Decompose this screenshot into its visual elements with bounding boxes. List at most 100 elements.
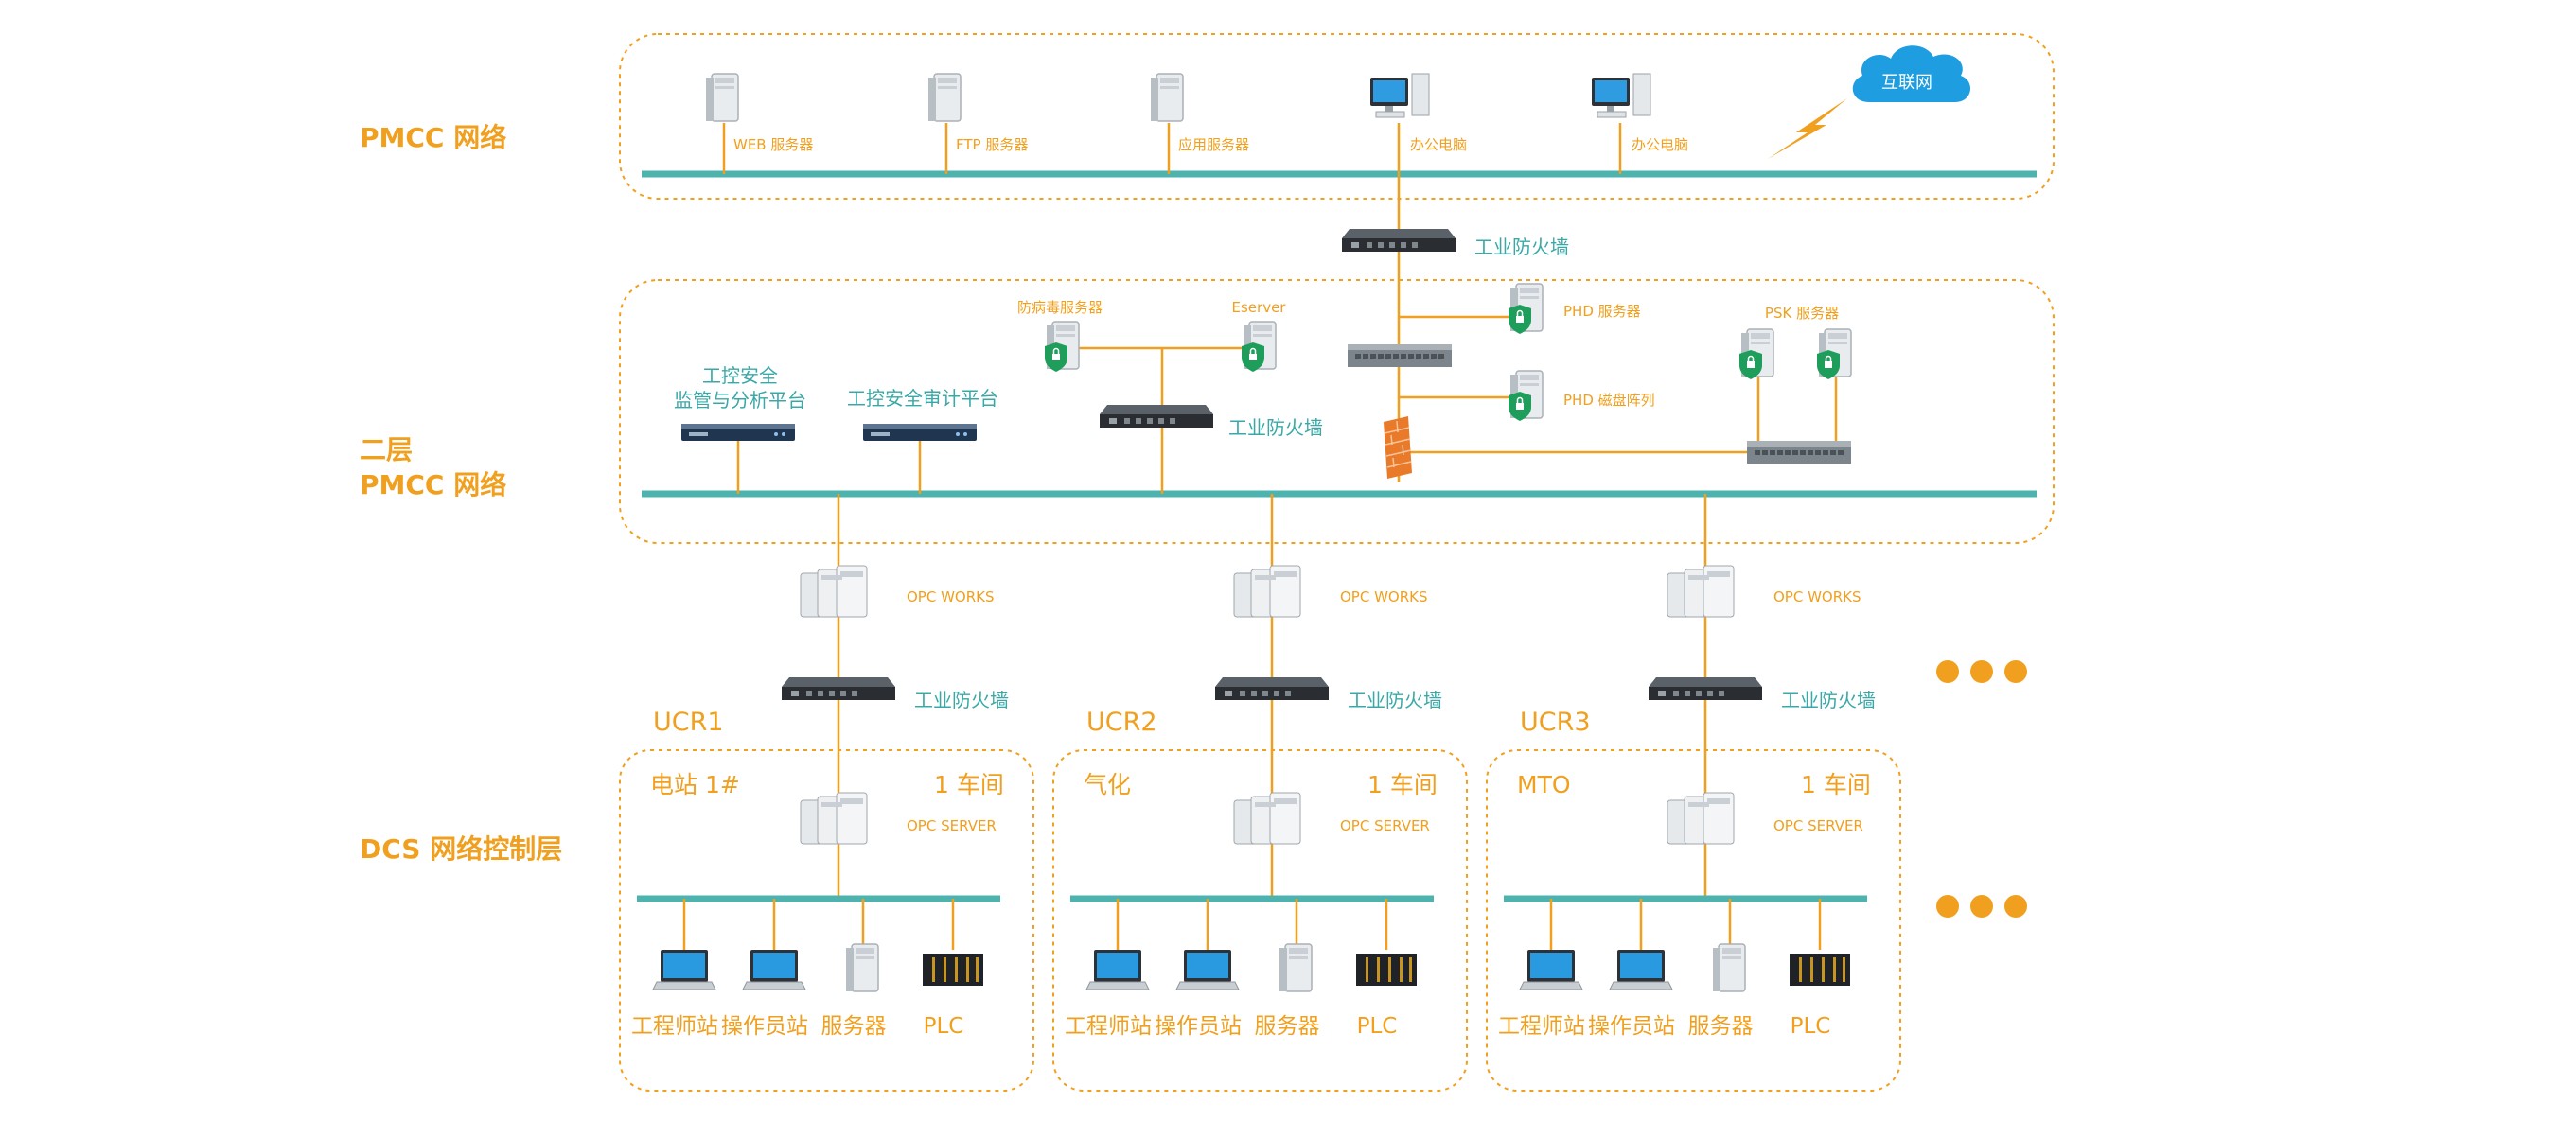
office-pc-2: 办公电脑 <box>1591 73 1688 153</box>
security-analysis-platform: 工控安全 监管与分析平台 <box>674 364 806 441</box>
antivirus-label: 防病毒服务器 <box>1017 299 1103 316</box>
secure-server-icon <box>1739 329 1773 379</box>
more-ellipsis-top <box>1936 660 2027 683</box>
plc-icon <box>1790 954 1850 986</box>
tower-server-icon <box>1150 73 1184 122</box>
lightning-icon <box>1768 98 1847 159</box>
opc-server-icon <box>1667 565 1735 618</box>
platform1-label-line2: 监管与分析平台 <box>674 389 806 412</box>
secure-server-icon <box>1045 322 1079 372</box>
opc-server-label: OPC SERVER <box>1340 817 1430 834</box>
device-label: 服务器 <box>1688 1014 1754 1039</box>
opc-works-label: OPC WORKS <box>907 588 995 605</box>
tower-server-icon <box>927 73 962 122</box>
ucr-zone-border <box>1052 749 1468 1092</box>
ucr-workshop-label: 1 车间 <box>934 771 1004 798</box>
opc-works-label: OPC WORKS <box>1773 588 1861 605</box>
app-server-label: 应用服务器 <box>1178 136 1249 153</box>
opc-server-icon <box>1667 792 1735 845</box>
opc-server-label: OPC SERVER <box>1773 817 1863 834</box>
secure-server-icon <box>1509 371 1543 421</box>
device-label: 工程师站 <box>1498 1014 1585 1039</box>
ucr-workshop-label: 1 车间 <box>1801 771 1871 798</box>
ucr-title: UCR1 <box>653 708 724 737</box>
device-label: PLC <box>1791 1014 1831 1039</box>
tower-server-icon <box>845 943 879 992</box>
device-label: 工程师站 <box>1065 1014 1152 1039</box>
layer2-industrial-firewall: 工业防火墙 <box>1100 405 1323 439</box>
firewall-appliance-icon <box>782 677 895 700</box>
section-label-layer2-line1: 二层 <box>360 434 413 465</box>
ucr-zone-border <box>1486 749 1901 1092</box>
opc-server-icon <box>800 792 868 845</box>
ucr-firewall-label: 工业防火墙 <box>1781 689 1876 711</box>
section-label-pmcc: PMCC 网络 <box>360 122 506 153</box>
platform-appliance-icon <box>681 424 795 441</box>
top-industrial-firewall: 工业防火墙 <box>1342 229 1569 258</box>
ftp-server-label: FTP 服务器 <box>956 136 1028 153</box>
platform2-label: 工控安全审计平台 <box>847 387 998 410</box>
psk-server-label: PSK 服务器 <box>1765 305 1839 322</box>
device-label: 服务器 <box>821 1014 887 1039</box>
firewall-appliance-icon <box>1342 229 1456 252</box>
firewall-appliance-icon <box>1649 677 1762 700</box>
phd-disk-label: PHD 磁盘阵列 <box>1563 392 1655 409</box>
brick-firewall <box>1384 416 1412 479</box>
platform1-label-line1: 工控安全 <box>702 364 778 387</box>
device-label: 操作员站 <box>1588 1014 1675 1039</box>
section-label-layer2-line2: PMCC 网络 <box>360 469 506 500</box>
ucr-title: UCR3 <box>1520 708 1591 737</box>
desktop-pc-icon <box>1591 73 1651 118</box>
ucr-firewall-label: 工业防火墙 <box>1348 689 1442 711</box>
psk-server-group: PSK 服务器 <box>1739 305 1851 464</box>
eserver: Eserver <box>1232 299 1287 372</box>
ucr-zone-label: MTO <box>1517 771 1571 798</box>
ftp-server: FTP 服务器 <box>927 73 1028 153</box>
laptop-icon <box>1175 949 1240 990</box>
core-switch <box>1348 344 1452 367</box>
ucr-column-3: OPC WORKS 工业防火墙 UCR3MTO 1 车间 OPC SERVER 工程师站操… <box>1486 494 1901 1092</box>
antivirus-server: 防病毒服务器 <box>1017 299 1103 372</box>
internet-cloud: 互联网 <box>1768 45 1971 159</box>
secure-server-icon <box>1242 322 1276 372</box>
eserver-label: Eserver <box>1232 299 1287 316</box>
plc-icon <box>1356 954 1417 986</box>
device-label: PLC <box>924 1014 964 1039</box>
ucr-zone-label: 气化 <box>1084 771 1131 798</box>
laptop-icon <box>1519 949 1583 990</box>
opc-server-icon <box>800 565 868 618</box>
office-pc-2-label: 办公电脑 <box>1632 136 1688 153</box>
layer2-firewall-label: 工业防火墙 <box>1228 416 1323 439</box>
device-label: 服务器 <box>1255 1014 1320 1039</box>
desktop-pc-icon <box>1369 73 1430 118</box>
section-label-dcs: DCS 网络控制层 <box>360 833 562 865</box>
firewall-appliance-icon <box>1100 405 1213 428</box>
phd-server: PHD 服务器 <box>1509 284 1641 334</box>
firewall-appliance-icon <box>1215 677 1329 700</box>
laptop-icon <box>1085 949 1150 990</box>
ucr-firewall-label: 工业防火墙 <box>914 689 1009 711</box>
top-firewall-label: 工业防火墙 <box>1474 236 1569 258</box>
ucr-zone-border <box>619 749 1034 1092</box>
platform-appliance-icon <box>863 424 977 441</box>
opc-server-icon <box>1233 792 1301 845</box>
switch-icon <box>1348 344 1452 367</box>
secure-server-icon <box>1509 284 1543 334</box>
app-server: 应用服务器 <box>1150 73 1249 153</box>
device-label: 操作员站 <box>721 1014 808 1039</box>
device-label: 工程师站 <box>631 1014 718 1039</box>
brick-firewall-icon <box>1384 416 1412 479</box>
office-pc-1: 办公电脑 <box>1369 73 1467 153</box>
opc-works-label: OPC WORKS <box>1340 588 1428 605</box>
tower-server-icon <box>1712 943 1746 992</box>
secure-server-icon <box>1817 329 1851 379</box>
device-label: PLC <box>1357 1014 1398 1039</box>
phd-server-label: PHD 服务器 <box>1563 303 1641 320</box>
switch-icon <box>1747 441 1851 464</box>
web-server: WEB 服务器 <box>705 73 813 153</box>
ucr-workshop-label: 1 车间 <box>1367 771 1438 798</box>
laptop-icon <box>1609 949 1673 990</box>
